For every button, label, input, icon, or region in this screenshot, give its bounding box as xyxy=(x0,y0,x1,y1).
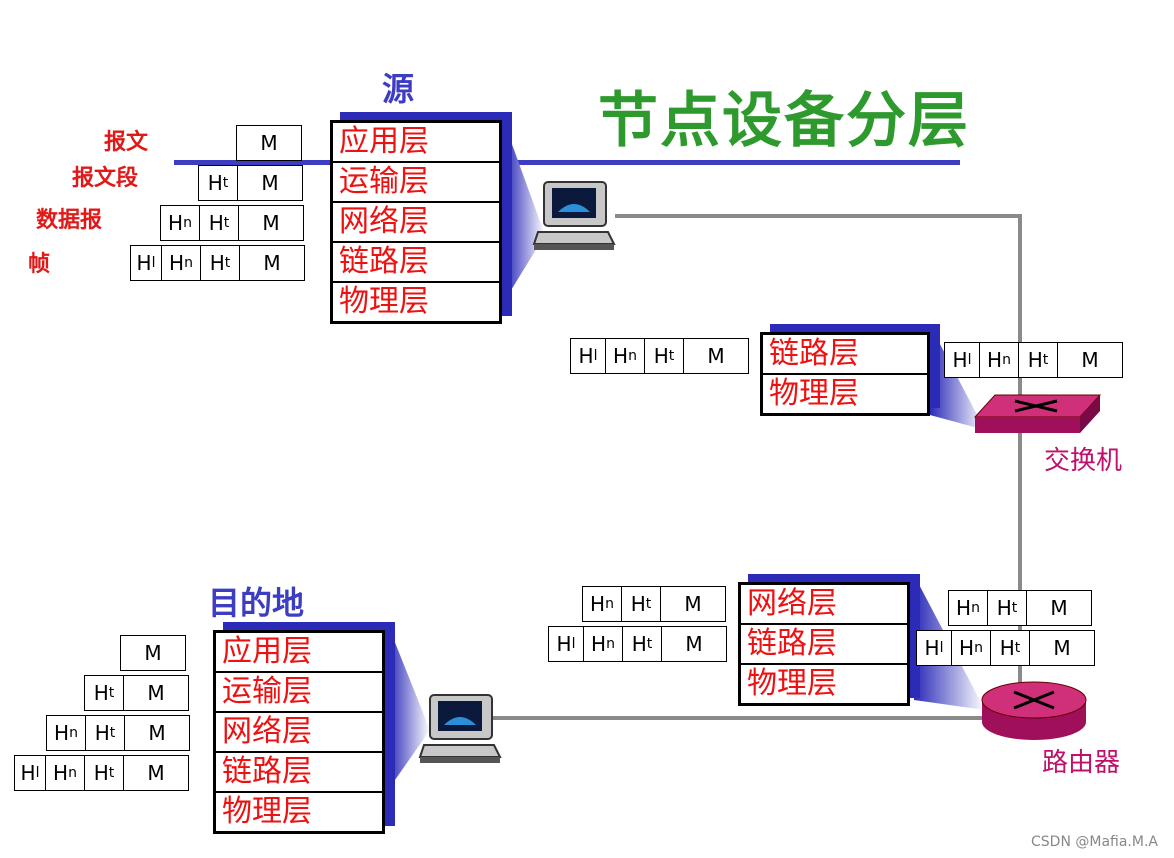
payload-cell: M xyxy=(238,206,303,240)
layer-link: 链路层 xyxy=(741,625,907,665)
packet-message-dest: M xyxy=(120,635,186,671)
layer-link: 链路层 xyxy=(763,335,927,375)
layer-transport: 运输层 xyxy=(333,163,499,203)
layer-physical: 物理层 xyxy=(339,284,429,319)
payload-cell: M xyxy=(1029,631,1094,665)
watermark: CSDN @Mafia.M.A xyxy=(1031,834,1158,850)
unit-label-message: 报文 xyxy=(104,129,149,155)
layer-physical: 物理层 xyxy=(222,794,312,829)
payload-cell: M xyxy=(239,246,304,280)
cone-dest xyxy=(388,625,430,790)
payload-cell: M xyxy=(123,756,188,790)
layer-physical: 物理层 xyxy=(747,666,837,701)
router-protocol-stack: 网络层 链路层 物理层 xyxy=(738,582,910,706)
payload-cell: M xyxy=(124,716,189,750)
payload-cell: M xyxy=(683,339,748,373)
cone-source xyxy=(505,125,545,300)
separator-line xyxy=(174,160,960,165)
router-label: 路由器 xyxy=(1042,748,1121,778)
source-protocol-stack: 应用层 运输层 网络层 链路层 物理层 xyxy=(330,120,502,324)
layer-application: 应用层 xyxy=(216,633,382,673)
router-icon xyxy=(981,681,1087,740)
switch-label: 交换机 xyxy=(1044,446,1123,476)
switch-protocol-stack: 链路层 物理层 xyxy=(760,332,930,416)
layer-link: 链路层 xyxy=(333,243,499,283)
destination-label: 目的地 xyxy=(208,584,305,622)
payload-cell: M xyxy=(660,587,725,621)
computer-icon-source xyxy=(532,181,616,250)
unit-label-datagram: 数据报 xyxy=(36,207,103,233)
computer-icon-dest xyxy=(418,694,502,763)
packet-message: M xyxy=(236,125,302,161)
destination-protocol-stack: 应用层 运输层 网络层 链路层 物理层 xyxy=(213,630,385,834)
layer-network: 网络层 xyxy=(333,203,499,243)
layer-transport: 运输层 xyxy=(216,673,382,713)
layer-network: 网络层 xyxy=(741,585,907,625)
source-label: 源 xyxy=(382,70,415,108)
payload-cell: M xyxy=(661,627,726,661)
layer-physical: 物理层 xyxy=(769,376,859,411)
switch-icon xyxy=(973,394,1102,433)
layer-network: 网络层 xyxy=(216,713,382,753)
payload-cell: M xyxy=(1026,591,1091,625)
layer-application: 应用层 xyxy=(333,123,499,163)
payload-cell: M xyxy=(123,676,188,710)
payload-cell: M xyxy=(1057,343,1122,377)
payload-cell: M xyxy=(144,641,162,665)
payload-cell: M xyxy=(237,166,302,200)
unit-label-frame: 帧 xyxy=(28,251,51,277)
payload-cell: M xyxy=(260,131,278,155)
layer-link: 链路层 xyxy=(216,753,382,793)
unit-label-segment: 报文段 xyxy=(72,165,139,191)
page-title: 节点设备分层 xyxy=(598,86,970,156)
network-link xyxy=(615,214,1022,690)
